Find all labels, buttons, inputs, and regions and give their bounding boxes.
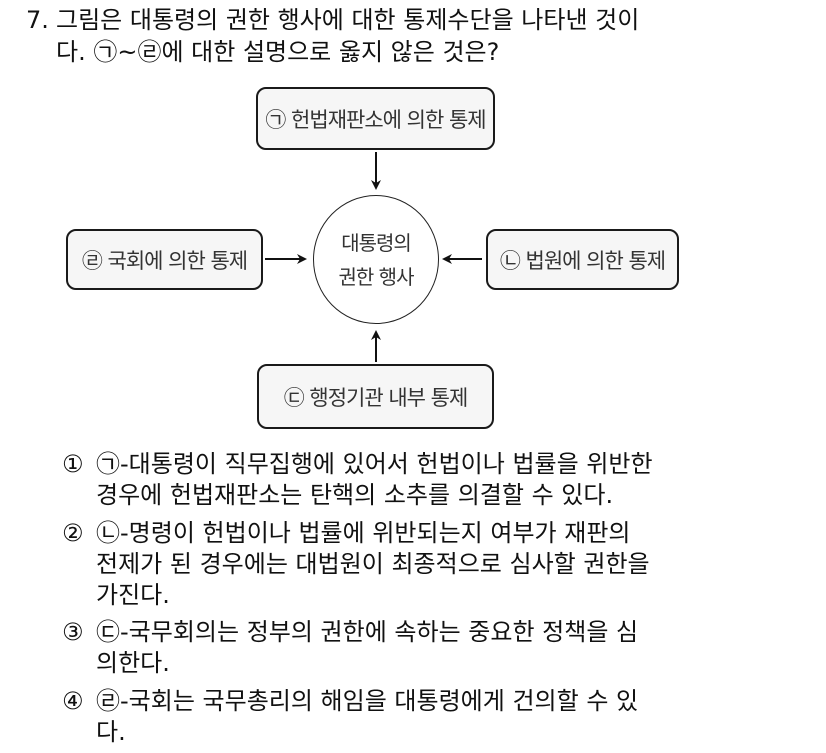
question-number: 7. [26,6,49,34]
center-label-line1: 대통령의 [341,230,412,255]
option-text-line: 전제가 된 경우에는 대법원이 최종적으로 심사할 권한을 [96,550,650,578]
center-label-line2: 권한 행사 [338,264,415,289]
administrative-internal-control-box: ㉢ 행정기관 내부 통제 [257,364,494,429]
question-text-line1: 그림은 대통령의 권한 행사에 대한 통제수단을 나타낸 것이 [56,6,640,34]
court-control-box: ㉡ 법원에 의한 통제 [486,229,679,290]
option-text-line: 의한다. [96,649,170,677]
option-3[interactable]: ③ ㉢-국무회의는 정부의 권한에 속하는 중요한 정책을 심 의한다. [62,617,638,677]
option-text-line: ㉠-대통령이 직무집행에 있어서 헌법이나 법률을 위반한 [96,450,653,478]
option-1[interactable]: ① ㉠-대통령이 직무집행에 있어서 헌법이나 법률을 위반한 경우에 헌법재판… [62,449,653,509]
national-assembly-control-box: ㉣ 국회에 의한 통제 [66,229,263,290]
option-marker: ④ [62,687,84,715]
presidential-power-circle: 대통령의 권한 행사 [313,195,439,324]
option-text-line: 가진다. [96,581,170,609]
option-text-line: ㉡-명령이 헌법이나 법률에 위반되는지 여부가 재판의 [96,519,631,547]
option-marker: ③ [62,618,84,646]
option-text-line: ㉣-국회는 국무총리의 해임을 대통령에게 건의할 수 있 [96,687,639,715]
constitutional-court-control-box: ㉠ 헌법재판소에 의한 통제 [256,87,495,150]
option-2[interactable]: ② ㉡-명령이 헌법이나 법률에 위반되는지 여부가 재판의 전제가 된 경우에… [62,518,650,609]
option-text-line: 다. [96,718,126,746]
option-marker: ① [62,450,84,478]
option-4[interactable]: ④ ㉣-국회는 국무총리의 해임을 대통령에게 건의할 수 있 다. [62,686,638,746]
question-text-line2: 다. ㉠~㉣에 대한 설명으로 옳지 않은 것은? [56,38,500,66]
option-text-line: ㉢-국무회의는 정부의 권한에 속하는 중요한 정책을 심 [96,618,639,646]
option-text-line: 경우에 헌법재판소는 탄핵의 소추를 의결할 수 있다. [96,481,614,509]
option-marker: ② [62,519,84,547]
